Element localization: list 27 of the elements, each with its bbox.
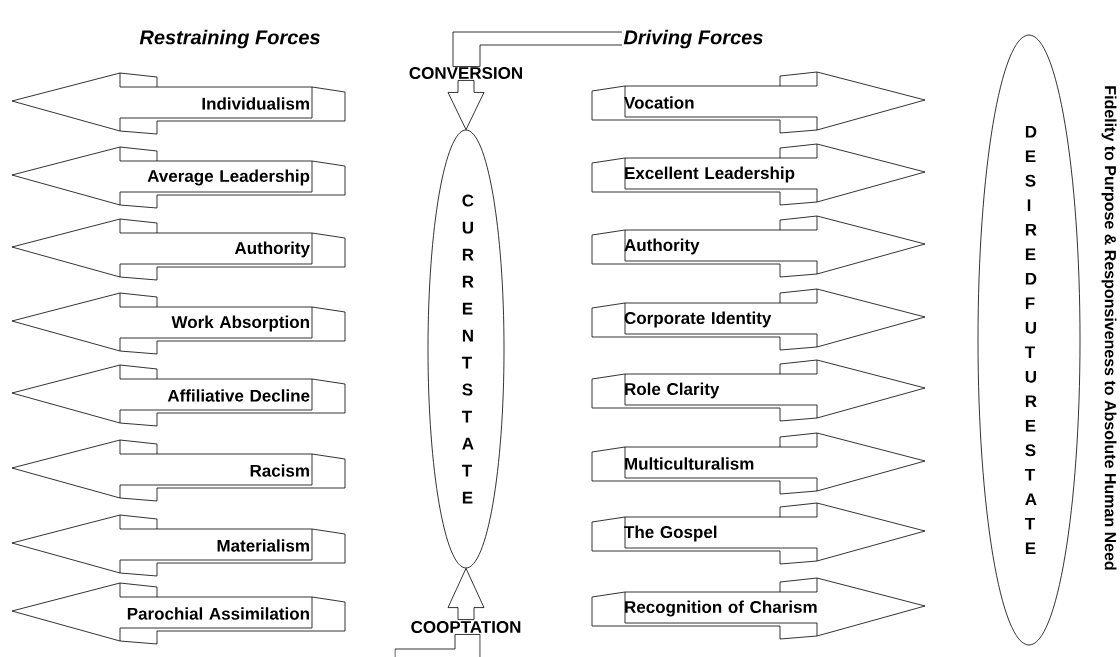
bracket-connector <box>394 634 481 657</box>
force-banner: Authority <box>11 218 346 281</box>
process-label: CONVERSION <box>409 67 522 80</box>
heading: Restraining Forces <box>139 29 320 49</box>
force-banner: Average Leadership <box>11 146 346 209</box>
force-banner: Materialism <box>11 514 346 577</box>
force-banner: Corporate Identity <box>591 288 926 351</box>
force-banner: Multiculturalism <box>591 432 926 495</box>
force-banner: Affiliative Decline <box>11 364 346 427</box>
state-oval: CURRENT STATE <box>427 129 505 569</box>
block-arrow-connector <box>447 568 485 620</box>
state-oval: DESIRED FUTURE STATE <box>977 34 1081 646</box>
force-banner: Work Absorption <box>11 292 346 355</box>
vertical-caption: Fidelity to Purpose & Responsiveness to Absolute Human Need <box>1101 86 1117 570</box>
heading: Driving Forces <box>623 29 763 49</box>
force-banner: Excellent Leadership <box>591 143 926 206</box>
force-banner: Vocation <box>591 71 926 134</box>
force-banner: Racism <box>11 439 346 502</box>
force-banner: The Gospel <box>591 502 926 565</box>
force-banner: Individualism <box>11 72 346 135</box>
force-banner: Role Clarity <box>591 359 926 422</box>
force-banner: Recognition of Charism <box>591 577 926 640</box>
process-label: COOPTATION <box>411 621 521 634</box>
bracket-connector <box>452 31 623 67</box>
force-banner: Parochial Assimilation <box>11 582 346 645</box>
block-arrow-connector <box>447 80 485 130</box>
force-banner: Authority <box>591 215 926 278</box>
